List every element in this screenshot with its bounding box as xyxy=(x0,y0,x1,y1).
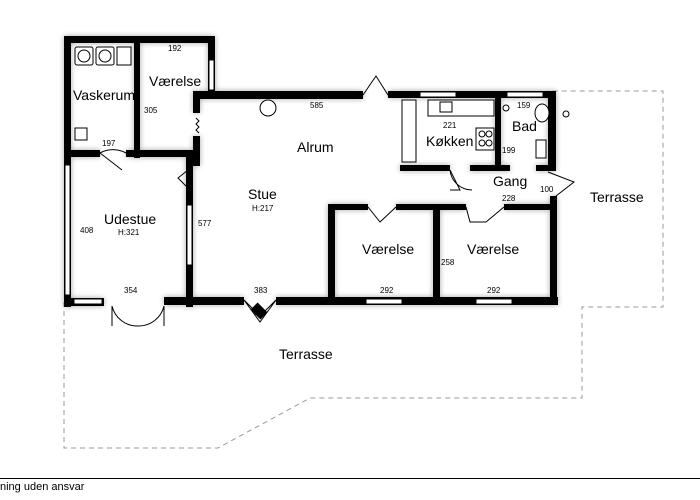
dimension-label: 192 xyxy=(168,44,182,53)
room-label-terrasse-right: Terrasse xyxy=(590,189,644,205)
room-label-terrasse-bottom: Terrasse xyxy=(279,346,333,362)
doors xyxy=(99,75,576,327)
room-label-bad: Bad xyxy=(512,118,537,134)
dimension-label: 228 xyxy=(502,194,516,203)
dimension-label: 292 xyxy=(487,286,501,295)
footer-divider xyxy=(0,478,700,479)
dimension-label: 292 xyxy=(380,286,394,295)
dimension-label: 199 xyxy=(502,146,516,155)
dimension-label: 585 xyxy=(310,101,324,110)
room-label-vaerelse-small: Værelse xyxy=(149,73,201,89)
footer-disclaimer: ning uden ansvar xyxy=(0,481,85,493)
room-label-gang: Gang xyxy=(493,173,527,189)
room-label-vaerelse-mid: Værelse xyxy=(362,241,414,257)
room-height-udestue: H:321 xyxy=(118,228,140,237)
dimension-label: 100 xyxy=(540,185,554,194)
dimension-label: 258 xyxy=(441,258,455,267)
room-label-stue: Stue xyxy=(248,186,277,202)
room-label-kokken: Køkken xyxy=(426,133,473,149)
windows xyxy=(64,59,544,305)
dimension-label: 577 xyxy=(198,219,212,228)
room-label-alrum: Alrum xyxy=(297,139,334,155)
dimension-label: 354 xyxy=(124,286,138,295)
dimension-label: 221 xyxy=(443,121,457,130)
fixtures xyxy=(74,46,570,163)
room-label-udestue: Udestue xyxy=(104,211,156,227)
room-label-vaerelse-right: Værelse xyxy=(467,241,519,257)
dimension-label: 383 xyxy=(254,286,268,295)
dimension-label: 305 xyxy=(144,106,158,115)
room-label-vaskerum: Vaskerum xyxy=(73,87,135,103)
walls xyxy=(64,36,558,307)
dimension-label: 408 xyxy=(80,226,94,235)
radiator-zigzag xyxy=(195,117,200,134)
bay-window-fill xyxy=(250,302,268,320)
dimension-label: 159 xyxy=(517,101,531,110)
floor-plan: Vaskerum Værelse Alrum Køkken Bad Stue H… xyxy=(63,36,664,449)
room-height-stue: H:217 xyxy=(252,204,274,213)
dimension-label: 197 xyxy=(102,139,116,148)
terrace-outline xyxy=(63,90,664,449)
